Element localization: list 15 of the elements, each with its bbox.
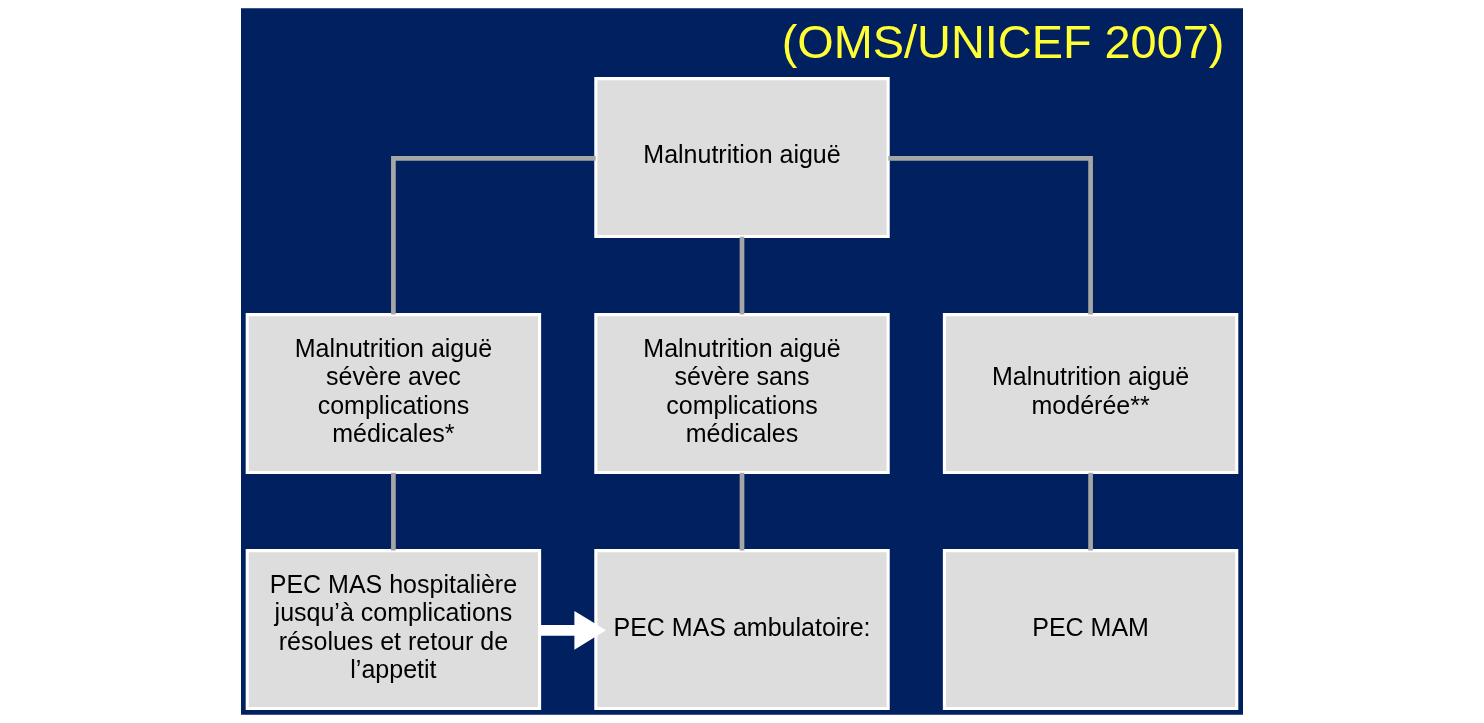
connector bbox=[739, 236, 745, 315]
connector bbox=[391, 155, 596, 315]
node-box: Malnutrition aiguë sévère sans complications médicales bbox=[594, 313, 890, 475]
node-box: PEC MAS hospitalière jusqu’à complications résolues et retour de l’appetit bbox=[245, 549, 542, 711]
node-box: PEC MAS ambulatoire: bbox=[594, 549, 890, 711]
diagram-title: (OMS/UNICEF 2007) bbox=[781, 16, 1225, 69]
arrow bbox=[539, 611, 606, 650]
connector bbox=[739, 472, 745, 551]
node-box: Malnutrition aiguë sévère avec complications médicales* bbox=[245, 313, 542, 475]
node-box: Malnutrition aiguë modérée** bbox=[942, 313, 1239, 475]
connector bbox=[1088, 472, 1093, 551]
connector bbox=[888, 155, 1093, 315]
node-box: PEC MAM bbox=[942, 549, 1239, 711]
connector bbox=[391, 472, 396, 551]
node-box: Malnutrition aiguë bbox=[594, 77, 890, 238]
